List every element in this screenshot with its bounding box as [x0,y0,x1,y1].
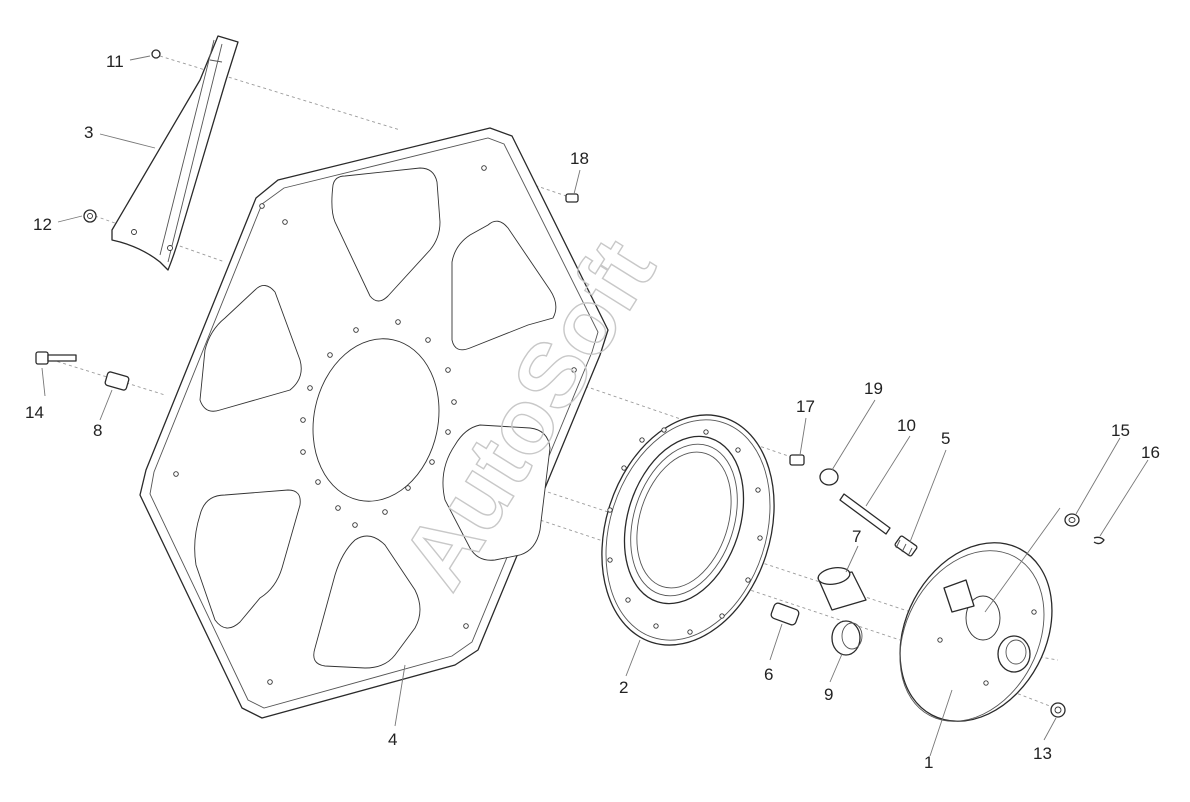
callout-14: 14 [25,403,44,422]
callout-4: 4 [388,730,397,749]
disc-1 [899,542,1053,722]
flange-holes [607,427,763,635]
callout-17: 17 [796,397,815,416]
callout-18: 18 [570,149,589,168]
bearing-flange [601,414,775,646]
cotter-pin-16 [1093,536,1105,545]
callout-13: 13 [1033,744,1052,763]
spring-5 [894,535,918,557]
callout-1: 1 [924,753,933,772]
bushing-7 [817,566,867,611]
ring-9 [831,620,863,656]
callout-12: 12 [33,215,52,234]
callout-labels: 1 2 3 4 5 6 7 8 9 10 11 12 13 14 15 16 1… [25,52,1160,772]
nut-12 [83,209,97,223]
callout-5: 5 [941,429,950,448]
plate-bolt-holes [173,165,577,685]
support-bracket [111,35,239,271]
callout-lines [41,55,1149,757]
callout-19: 19 [864,379,883,398]
bolt-17 [789,454,805,466]
callout-7: 7 [852,527,861,546]
hexagonal-plate [139,127,609,719]
callout-8: 8 [93,421,102,440]
bolt-14 [35,351,77,365]
pin-10 [839,493,891,535]
callout-9: 9 [824,685,833,704]
sleeve-8 [104,371,130,391]
washer-15 [1064,513,1080,527]
callout-15: 15 [1111,421,1130,440]
callout-10: 10 [897,416,916,435]
nut-11 [151,49,161,59]
callout-16: 16 [1141,443,1160,462]
callout-3: 3 [84,123,93,142]
cap-19 [819,468,839,486]
nut-13 [1050,702,1066,718]
sleeve-6 [770,602,800,626]
callout-6: 6 [764,665,773,684]
callout-2: 2 [619,678,628,697]
callout-11: 11 [106,52,124,71]
screw-18 [565,193,579,203]
